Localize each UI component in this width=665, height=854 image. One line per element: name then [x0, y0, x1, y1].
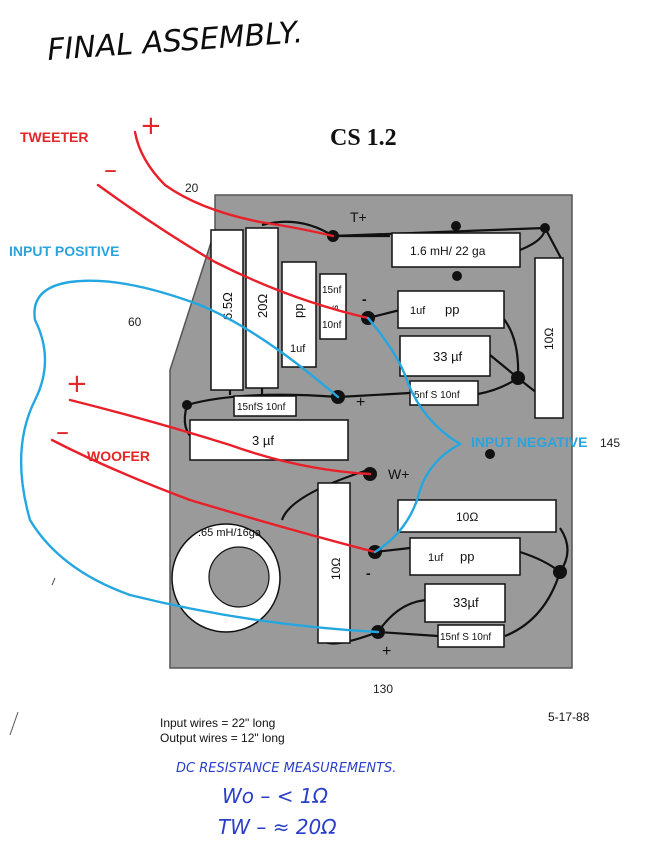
resistor-6-5-label: 6.5Ω — [220, 292, 235, 320]
cap-1uf-vertical-label: 1uf — [290, 343, 306, 355]
tweeter-resistance: TW – ≈ 20Ω — [218, 815, 337, 839]
input-positive-label: INPUT POSITIVE — [9, 243, 119, 259]
cap-33uf-top-label: 33 µf — [433, 349, 463, 364]
tweeter-minus-mark: – — [104, 155, 117, 185]
pencil-mark-2 — [51, 577, 56, 586]
date-note: 5-17-88 — [548, 710, 590, 724]
terminal-t-minus: - — [362, 291, 367, 307]
cap-pp-1uf-vertical — [281, 261, 317, 368]
cap-1uf-bottom-label: 1uf — [428, 552, 444, 564]
dim-right: 145 — [600, 436, 620, 450]
cap-pp-top-label: pp — [445, 302, 459, 317]
resistor-10-right-label: 10Ω — [542, 328, 556, 350]
tweeter-label: TWEETER — [20, 129, 88, 145]
components — [189, 227, 564, 648]
woofer-inductor — [171, 523, 281, 633]
terminal-t-plus: T+ — [350, 209, 367, 225]
cap-1uf-pp-top — [397, 290, 505, 329]
heading: FINAL ASSEMBLY. — [46, 15, 304, 68]
resistor-10-bottom-label: 10Ω — [456, 510, 478, 524]
cap-3uf-label: 3 µf — [252, 433, 274, 448]
cap-15nf-bottom-label: 15nf S 10nf — [440, 632, 491, 643]
woofer-plus-mark: + — [66, 369, 88, 399]
dc-resistance-title: DC RESISTANCE MEASUREMENTS. — [176, 761, 396, 776]
cap-15nf-top-label: 5nf S 10nf — [414, 390, 460, 401]
blue-wires — [19, 279, 463, 634]
tweeter-pos-wire — [133, 130, 335, 238]
input-negative-wire — [366, 316, 463, 554]
woofer-pos-wire — [68, 398, 372, 476]
tweeter-inductor-label: 1.6 mH/ 22 ga — [410, 244, 486, 258]
cap-15nf-mid-label: 15nfS 10nf — [237, 402, 286, 413]
cap-15nf-10nf-vertical — [319, 273, 347, 340]
cap-33uf-bottom — [424, 583, 506, 623]
cap-33uf-top — [399, 335, 491, 377]
cap-pp-vertical-label: pp — [291, 304, 306, 318]
woofer-label: WOOFER — [87, 448, 150, 464]
tweeter-inductor — [391, 232, 521, 268]
cap-15nf-10nf-top — [409, 380, 479, 406]
resistor-6-5 — [210, 229, 244, 391]
input-positive-wire — [19, 279, 380, 634]
cap-15nf-10nf-mid — [233, 395, 297, 417]
input-wires-note: Input wires = 22" long — [160, 716, 275, 730]
input-negative-label: INPUT NEGATIVE — [471, 434, 587, 450]
woofer-inductor-label: .65 mH/16ga — [198, 527, 262, 539]
cap-1uf-pp-bottom — [409, 537, 521, 576]
pencil-mark — [9, 711, 19, 736]
terminal-plus-b: + — [382, 643, 391, 660]
woofer-minus-mark: – — [56, 417, 69, 447]
cap-15nf-vertical-label: 15nf — [322, 285, 342, 296]
cap-15nf-10nf-bottom — [437, 624, 505, 648]
resistor-10-bottom — [397, 499, 557, 533]
woofer-resistance: Wo – < 1Ω — [222, 784, 329, 808]
dim-bottom: 130 — [373, 682, 393, 696]
resistor-20-label: 20Ω — [255, 294, 270, 318]
output-wires-note: Output wires = 12" long — [160, 731, 285, 745]
resistor-10-right — [534, 257, 564, 419]
tweeter-plus-mark: + — [140, 111, 162, 141]
terminal-plus-a: + — [356, 394, 365, 411]
terminal-w-plus: W+ — [388, 466, 409, 482]
resistor-10-woofer — [317, 482, 351, 644]
resistor-20 — [245, 227, 279, 389]
board-title: CS 1.2 — [330, 125, 397, 151]
cap-1uf-top-label: 1uf — [410, 305, 426, 317]
resistor-10-woofer-label: 10Ω — [329, 558, 343, 580]
dim-left: 60 — [128, 315, 142, 329]
cap-10nf-vertical-label: 10nf — [322, 320, 342, 331]
woofer-neg-wire — [50, 438, 377, 554]
tweeter-neg-wire — [96, 183, 370, 320]
red-wires — [50, 130, 377, 554]
dim-top: 20 — [185, 181, 199, 195]
cap-s-vertical-label: s — [330, 305, 341, 310]
cap-pp-bottom-label: pp — [460, 549, 474, 564]
terminal-w-minus: - — [366, 565, 371, 581]
cap-33uf-bottom-label: 33µf — [453, 595, 479, 610]
